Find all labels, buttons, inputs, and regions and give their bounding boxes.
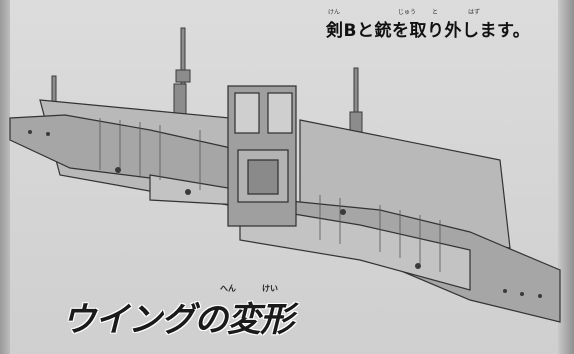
instruction-text: 剣Bと銃を取り外します。 — [326, 21, 531, 41]
title-ruby-kei: けい — [262, 284, 278, 293]
ruby-ken: けん — [328, 9, 341, 16]
center-block — [227, 85, 297, 227]
title-ruby-hen: へん — [220, 284, 236, 293]
wing-ribbing — [99, 118, 441, 272]
section-title: ウイングの変形 — [62, 300, 294, 340]
page-edge-left — [0, 0, 10, 354]
wing-holes — [28, 130, 542, 298]
page-edge-right — [558, 0, 574, 354]
ruby-hazu: はず — [468, 9, 481, 16]
ruby-juu: じゅう — [398, 9, 417, 16]
instruction-text-block: けん じゅう と はず 剣Bと銃を取り外します。 — [322, 7, 552, 47]
ruby-to: と — [432, 9, 439, 16]
